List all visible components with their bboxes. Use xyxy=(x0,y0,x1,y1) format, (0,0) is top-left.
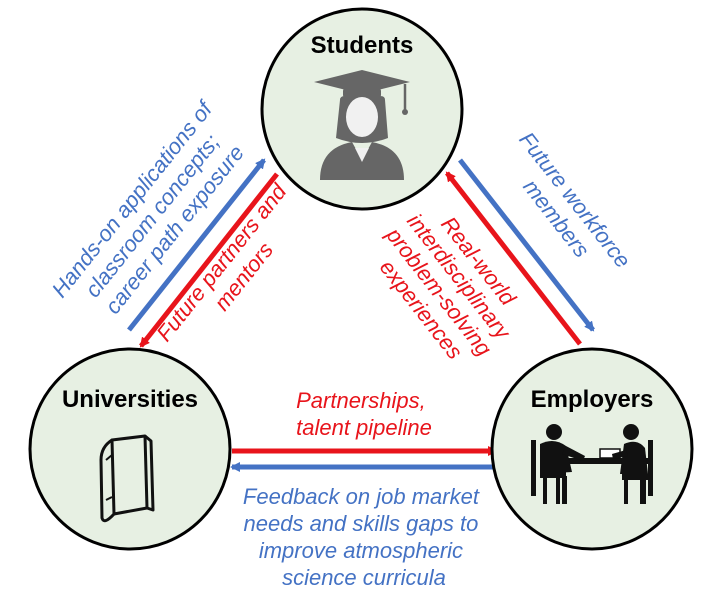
arrow-universities-to-students xyxy=(127,158,266,332)
svg-text:Partnerships, talent pip: Partnerships, talent pipeline xyxy=(296,388,432,440)
label-bottom-red: Partnerships, talent pipeline xyxy=(296,388,432,440)
universities-title: Universities xyxy=(62,386,198,413)
arrow-students-to-universities xyxy=(139,172,279,348)
universities-node: Universities xyxy=(28,347,232,551)
employers-node: Employers xyxy=(490,347,694,551)
book-icon xyxy=(99,434,155,523)
svg-text:Real-world interdiscipli: Real-world interdisciplinary problem-sol… xyxy=(361,191,540,381)
arrow-students-to-employers xyxy=(458,158,595,332)
bottom-blue-line-4: science curricula xyxy=(282,565,446,590)
label-right-red: Real-world interdisciplinary problem-sol… xyxy=(361,191,540,381)
bottom-red-line-2: talent pipeline xyxy=(296,415,432,440)
label-bottom-blue: Feedback on job market needs and skills … xyxy=(243,484,485,590)
employers-title: Employers xyxy=(531,386,654,413)
arrow-employers-to-students xyxy=(445,171,582,346)
svg-text:Feedback on job market n: Feedback on job market needs and skills … xyxy=(243,484,485,590)
students-node: Students xyxy=(260,7,464,211)
bottom-red-line-1: Partnerships, xyxy=(296,388,426,413)
bottom-blue-line-1: Feedback on job market xyxy=(243,484,480,509)
students-title: Students xyxy=(311,32,414,59)
graduate-icon xyxy=(314,70,410,180)
label-right-blue: Future workforce members xyxy=(494,127,640,293)
bottom-blue-line-2: needs and skills gaps to xyxy=(244,511,479,536)
bottom-blue-line-3: improve atmospheric xyxy=(259,538,463,563)
meeting-icon xyxy=(531,424,653,504)
svg-text:Future workforce members: Future workforce members xyxy=(494,127,640,293)
